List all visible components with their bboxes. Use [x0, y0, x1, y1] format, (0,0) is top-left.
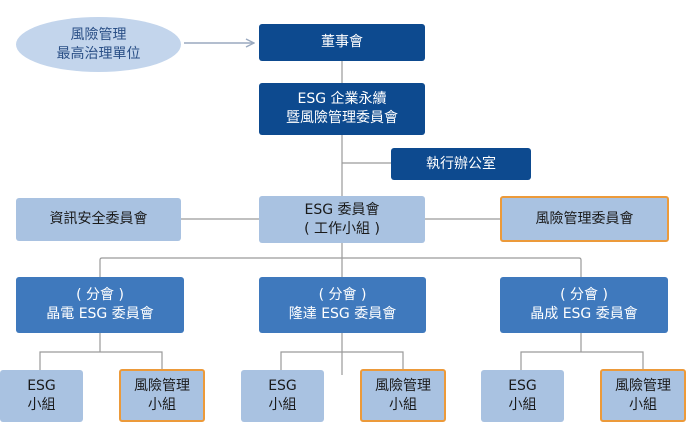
esg-group-lextar-line-1: ESG [268, 378, 297, 394]
risk-group-yenrich-line-1: 風險管理 [615, 377, 671, 394]
risk-group-yenrich: 風險管理 小組 [600, 369, 686, 422]
branch-committee-epistar: ( 分會 ) 晶電 ESG 委員會 [16, 277, 184, 333]
esg-committee-node: ESG 委員會 ( 工作小組 ) [259, 196, 425, 243]
esg-group-lextar: ESG 小組 [241, 370, 324, 422]
esg-group-lextar-line-2: 小組 [268, 397, 297, 413]
risk-group-epistar-line-2: 小組 [148, 396, 176, 413]
branch-epistar-line-1: ( 分會 ) [76, 287, 124, 303]
board-of-directors-node: 董事會 [259, 24, 425, 61]
risk-management-committee-node: 風險管理委員會 [500, 196, 669, 242]
branch-yenrich-line-2: 晶成 ESG 委員會 [530, 306, 638, 322]
info-security-committee-label: 資訊安全委員會 [49, 211, 148, 227]
oval-line-2: 最高治理單位 [56, 45, 141, 62]
branch-lextar-line-2: 隆達 ESG 委員會 [288, 306, 397, 322]
info-security-committee-node: 資訊安全委員會 [16, 198, 181, 241]
esg-risk-committee-line-2: 暨風險管理委員會 [286, 110, 398, 126]
executive-office-label: 執行辦公室 [426, 155, 496, 172]
executive-office-node: 執行辦公室 [391, 148, 531, 180]
risk-group-lextar: 風險管理 小組 [360, 369, 446, 422]
risk-management-committee-label: 風險管理委員會 [535, 210, 634, 227]
risk-group-epistar: 風險管理 小組 [119, 369, 205, 422]
group-bus-right [520, 351, 644, 370]
branch-committee-yenrich: ( 分會 ) 晶成 ESG 委員會 [500, 277, 668, 333]
risk-group-epistar-line-1: 風險管理 [134, 377, 190, 394]
esg-group-epistar-line-2: 小組 [27, 397, 56, 413]
risk-group-lextar-line-1: 風險管理 [375, 377, 431, 394]
esg-committee-line-2: ( 工作小組 ) [304, 220, 380, 237]
branch-committee-lextar: ( 分會 ) 隆達 ESG 委員會 [259, 277, 426, 333]
risk-group-lextar-line-2: 小組 [389, 396, 417, 413]
board-label: 董事會 [321, 34, 363, 50]
esg-risk-committee-node: ESG 企業永續 暨風險管理委員會 [259, 83, 425, 135]
branch-epistar-line-2: 晶電 ESG 委員會 [46, 306, 154, 322]
esg-group-epistar: ESG 小組 [0, 370, 83, 422]
group-bus-middle [280, 351, 404, 370]
esg-group-yenrich-line-1: ESG [508, 378, 537, 394]
risk-governance-oval: 風險管理 最高治理單位 [16, 17, 181, 72]
esg-risk-committee-line-1: ESG 企業永續 [297, 91, 387, 107]
branch-bus-line [99, 257, 582, 277]
esg-committee-line-1: ESG 委員會 [304, 201, 380, 218]
esg-group-epistar-line-1: ESG [27, 378, 56, 394]
oval-line-1: 風險管理 [70, 26, 127, 43]
group-bus-left [39, 351, 163, 370]
branch-yenrich-line-1: ( 分會 ) [560, 287, 608, 303]
risk-group-yenrich-line-2: 小組 [629, 396, 657, 413]
esg-group-yenrich: ESG 小組 [481, 370, 564, 422]
esg-group-yenrich-line-2: 小組 [508, 397, 537, 413]
branch-lextar-line-1: ( 分會 ) [318, 287, 367, 303]
